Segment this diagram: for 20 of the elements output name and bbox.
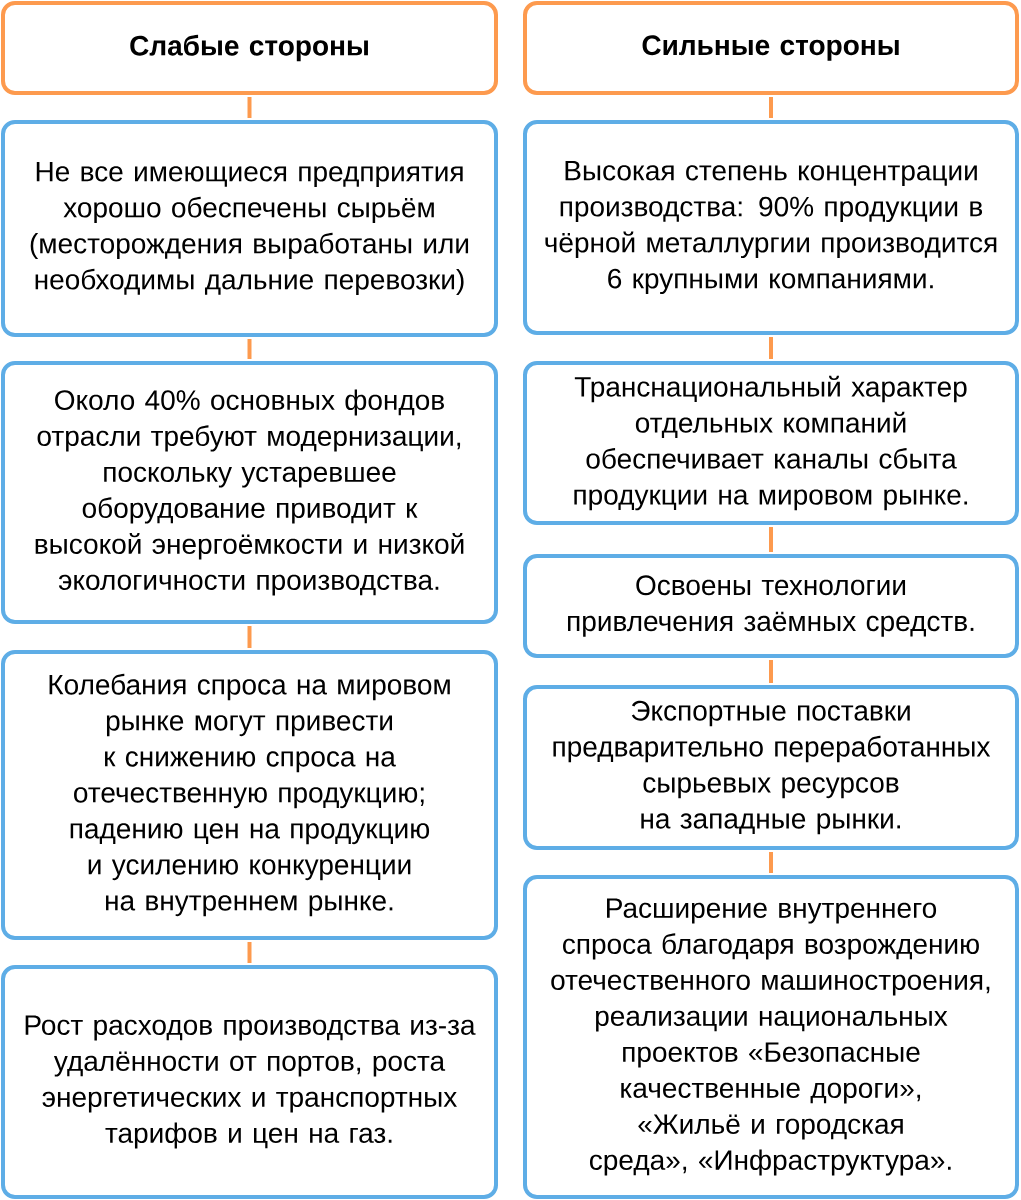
header-box: Сильные стороны — [523, 1, 1019, 95]
text-box: Освоены технологии привлечения заёмных средств. — [523, 554, 1019, 658]
text-box: Колебания спроса на мировом рынке могут привести к снижению спроса на отечественную продукцию; падению цен на продукцию и усилению конкуренции на внутреннем рынке. — [1, 650, 498, 940]
header-box: Слабые стороны — [1, 1, 498, 95]
connector-line — [769, 852, 773, 873]
connector-line — [247, 339, 252, 359]
text-box: Не все имеющиеся предприятия хорошо обеспечены сырьём (месторождения выработаны или необходимы дальние перевозки) — [1, 120, 498, 337]
text-box: Экспортные поставки предварительно переработанных сырьевых ресурсов на западные рынки. — [523, 685, 1019, 850]
connector-line — [769, 527, 773, 552]
connector-line — [769, 97, 773, 118]
connector-line — [247, 942, 252, 963]
text-box: Около 40% основных фондов отрасли требуют модернизации, поскольку устаревшее оборудование приводит к высокой энергоёмкости и низкой экологичности производства. — [1, 361, 498, 624]
connector-line — [769, 337, 773, 359]
text-box: Рост расходов производства из-за удалённости от портов, роста энергетических и транспортных тарифов и цен на газ. — [1, 965, 498, 1199]
text-box: Расширение внутреннего спроса благодаря возрождению отечественного машиностроения, реализации национальных проектов «Безопасные качественные дороги», «Жильё и городская среда», «Инфраструктура». — [523, 875, 1019, 1199]
text-box: Транснациональный характер отдельных компаний обеспечивает каналы сбыта продукции на мировом рынке. — [523, 361, 1019, 525]
text-box: Высокая степень концентрации производства: 90% продукции в чёрной металлургии производится 6 крупными компаниями. — [523, 120, 1019, 335]
connector-line — [247, 626, 252, 648]
connector-line — [247, 97, 252, 118]
connector-line — [769, 660, 773, 683]
